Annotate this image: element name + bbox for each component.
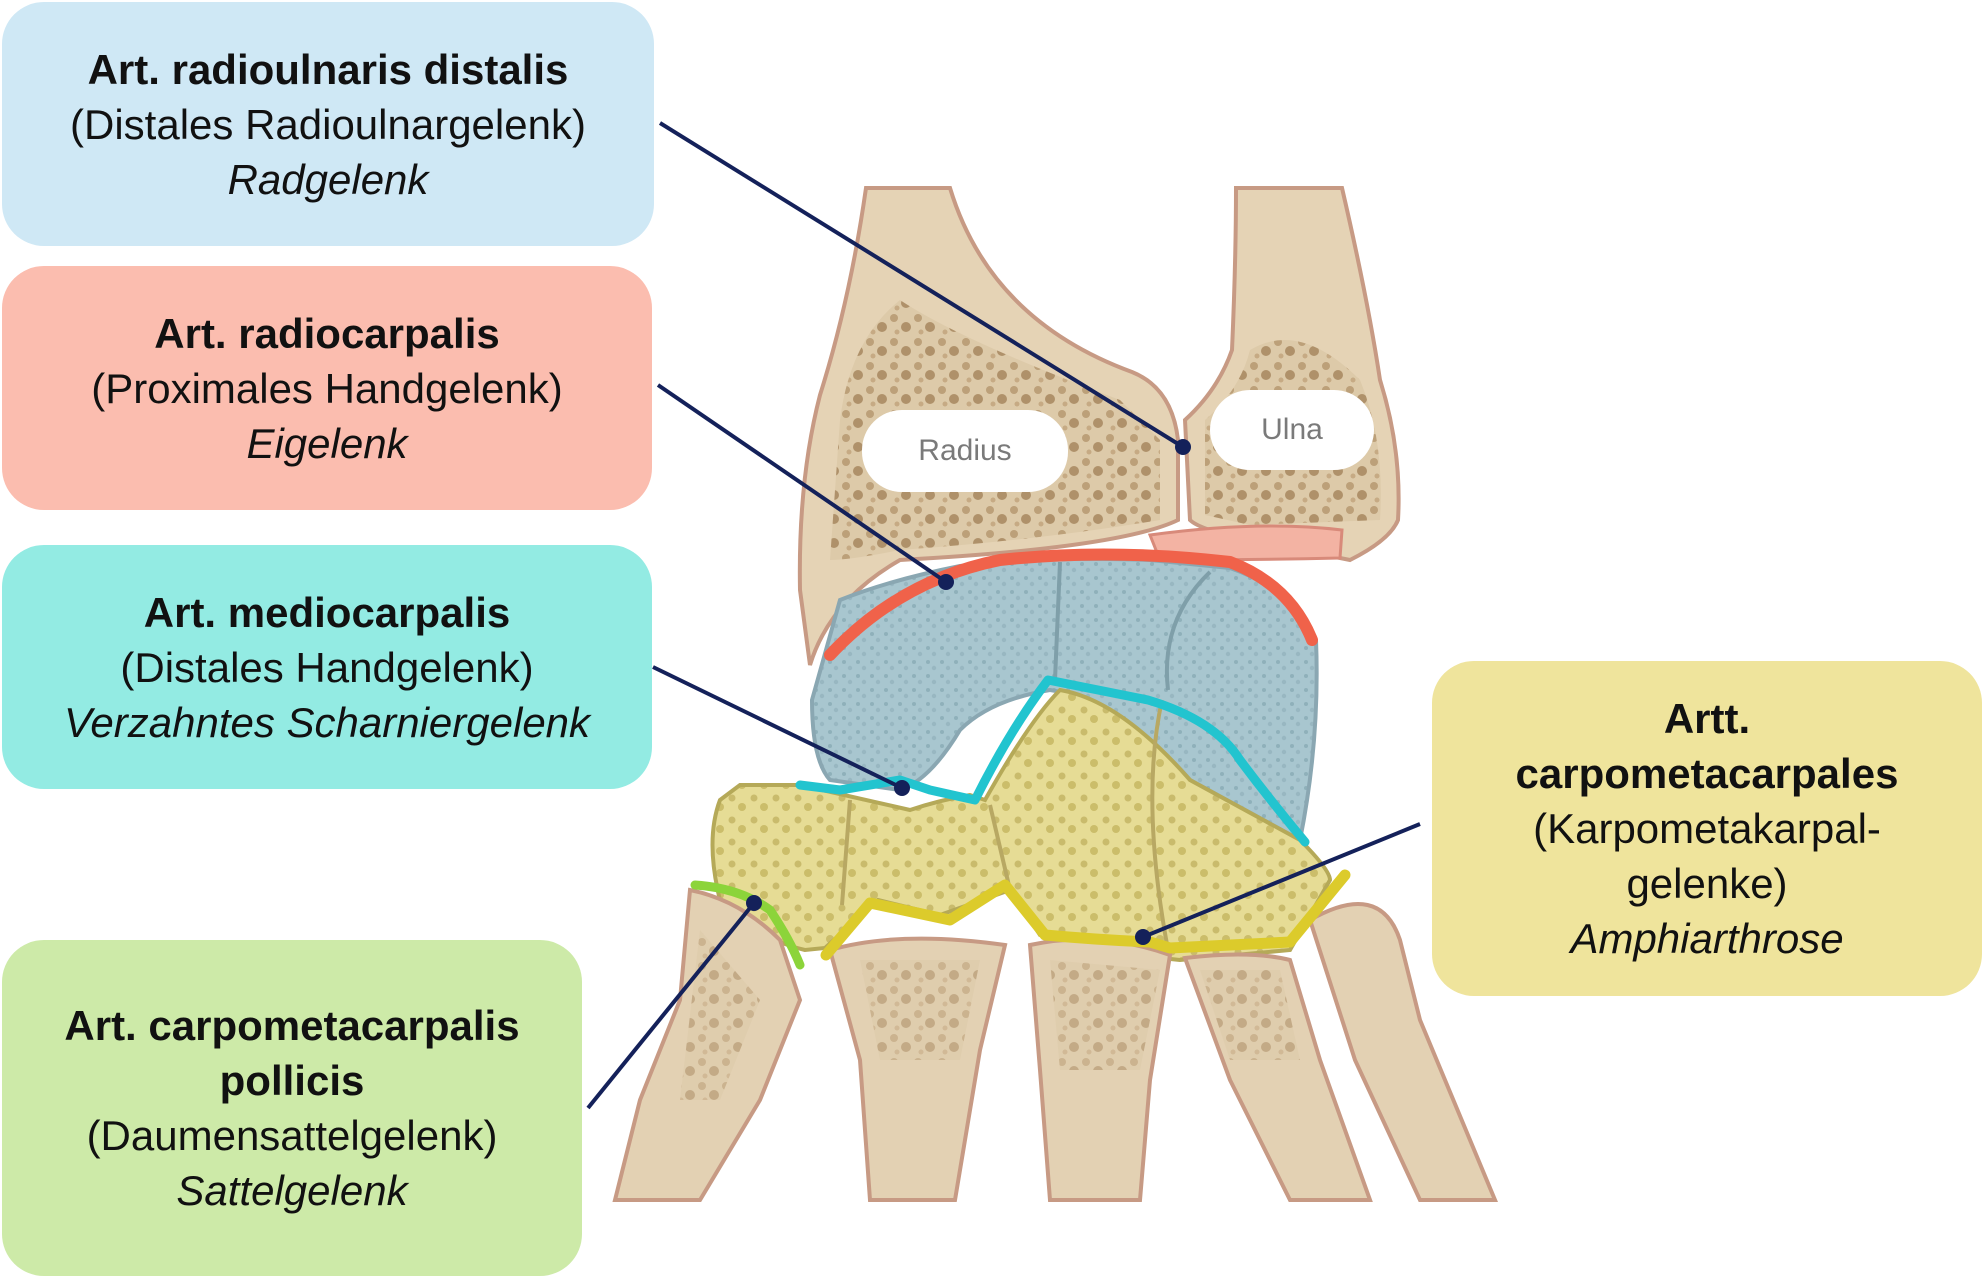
drug-german: (Distales Radioulnargelenk): [70, 100, 586, 148]
radiocarpal-type: Eigelenk: [246, 419, 408, 467]
mediocarpal-pointer: [652, 665, 903, 790]
pollicis-german: (Daumensattelgelenk): [86, 1112, 498, 1159]
mediocarpal-german: (Distales Handgelenk): [120, 643, 534, 691]
carpometacarpal-german-line2: gelenke): [1626, 860, 1788, 907]
mediocarpal-label-box: Art. mediocarpalis (Distales Handgelenk)…: [2, 545, 652, 789]
radiocarpal-label-box: Art. radiocarpalis (Proximales Handgelen…: [2, 266, 652, 510]
mediocarpal-name: Art. mediocarpalis: [143, 588, 511, 636]
radiocarpal-joint-line: [824, 548, 1318, 661]
carpometacarpal-name-line1: Artt.: [1663, 695, 1751, 742]
radius-label: Radius: [862, 410, 1068, 492]
drug-dot: [1175, 439, 1191, 455]
carpometacarpal-pointer: [1142, 822, 1421, 939]
radiocarpal-pointer: [656, 383, 948, 584]
pointer-lines: [586, 121, 1421, 1110]
drug-pointer: [658, 121, 1185, 449]
mediocarpal-dot: [894, 780, 910, 796]
radiocarpal-dot: [938, 574, 954, 590]
carpometacarpal-type: Amphiarthrose: [1570, 915, 1844, 962]
pollicis-dot: [746, 895, 762, 911]
ulna-bone: [1182, 186, 1401, 563]
pollicis-type: Sattelgelenk: [176, 1167, 408, 1214]
drug-type: Radgelenk: [227, 155, 429, 203]
pollicis-label-box: Art. carpometacarpalis pollicis (Daumens…: [2, 940, 582, 1276]
carpometacarpal-joint-line: [820, 869, 1351, 961]
pollicis-pointer: [586, 901, 756, 1110]
radiocarpal-name: Art. radiocarpalis: [154, 309, 500, 357]
drug-name: Art. radioulnaris distalis: [87, 45, 569, 93]
pointer-dots: [746, 439, 1191, 945]
carpometacarpal-name-line2: carpometacarpales: [1515, 750, 1899, 797]
carpometacarpal-dot: [1135, 929, 1151, 945]
pollicis-name-line1: Art. carpometacarpalis: [64, 1002, 520, 1049]
ulna-label: Ulna: [1210, 390, 1374, 470]
drug-label-box: Art. radioulnaris distalis (Distales Rad…: [2, 2, 654, 246]
metacarpal-bones: [612, 887, 1498, 1202]
mediocarpal-joint-line: [795, 675, 1310, 847]
pollicis-name-line2: pollicis: [219, 1057, 365, 1104]
carpometacarpal-german-line1: (Karpometakarpal-: [1533, 805, 1881, 852]
mediocarpal-type: Verzahntes Scharniergelenk: [63, 698, 591, 746]
pollicis-joint-line: [690, 880, 805, 970]
radiocarpal-german: (Proximales Handgelenk): [91, 364, 563, 412]
carpometacarpal-label-box: Artt. carpometacarpales (Karpometakarpal…: [1432, 661, 1982, 996]
